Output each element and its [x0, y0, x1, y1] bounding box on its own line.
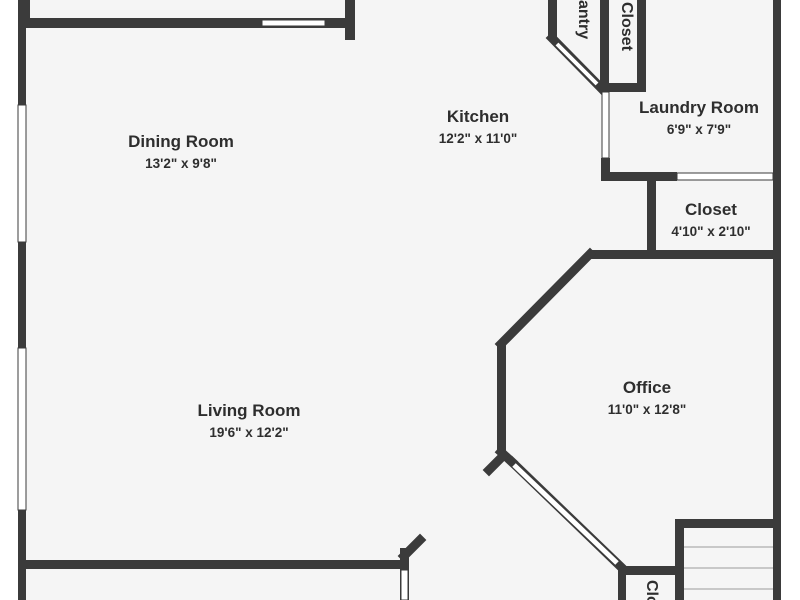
wall-stair-top: [675, 519, 778, 528]
wall-closet-laundry-bottom: [590, 250, 778, 259]
living-room-dims: 19'6" x 12'2": [209, 425, 288, 440]
office-door: [505, 455, 627, 573]
wall-top-room-stub: [26, 0, 30, 20]
wall-laundry-bottom: [601, 172, 677, 181]
wall-bottom-diagonal: [397, 533, 427, 563]
closet-top-name: Closet: [618, 2, 635, 52]
door-opening-bottom: [400, 569, 409, 600]
walls: [18, 0, 781, 600]
window-laundry-closet: [676, 172, 774, 181]
window-top-room: [261, 19, 326, 27]
laundry-room-name: Laundry Room: [639, 98, 759, 117]
closet-bottom-name: Clo: [643, 580, 660, 600]
laundry-room-dims: 6'9" x 7'9": [667, 122, 731, 137]
wall-closet-bottom-left: [618, 566, 626, 600]
wall-closet-bottom: [600, 83, 646, 92]
wall-office-vertical: [497, 342, 506, 452]
dining-room-dims: 13'2" x 9'8": [145, 156, 217, 171]
window-left-lower: [17, 347, 27, 511]
closet-laundry-name: Closet: [685, 200, 737, 219]
wall-bottom-left: [26, 560, 408, 569]
wall-closet-laundry-left: [647, 172, 656, 258]
window-left-upper: [17, 104, 27, 243]
stairs: [684, 528, 773, 600]
wall-pantry-left: [548, 0, 557, 40]
wall-top-room-left: [26, 18, 350, 28]
wall-office-stub: [482, 449, 510, 477]
living-room-name: Living Room: [198, 401, 301, 420]
wall-closet-right: [637, 0, 646, 92]
pantry-door-opening: [555, 42, 599, 86]
wall-laundry-left-lower: [601, 158, 610, 180]
closet-laundry-dims: 4'10" x 2'10": [671, 224, 750, 239]
dining-room-name: Dining Room: [128, 132, 234, 151]
wall-right: [773, 0, 781, 600]
pantry-name: antry: [575, 0, 592, 39]
wall-closet-left: [600, 0, 609, 92]
office-name: Office: [623, 378, 671, 397]
office-dims: 11'0" x 12'8": [608, 402, 687, 417]
windows: [17, 19, 774, 600]
kitchen-dims: 12'2" x 11'0": [439, 131, 518, 146]
kitchen-name: Kitchen: [447, 107, 509, 126]
floor-area: [22, 0, 778, 600]
wall-closet-bottom-top: [620, 566, 680, 575]
wall-top-room-right: [345, 0, 355, 40]
wall-stair-left: [675, 519, 684, 600]
door-opening-laundry: [601, 91, 610, 159]
wall-left: [18, 0, 26, 600]
wall-office-diagonal-top: [494, 247, 597, 351]
